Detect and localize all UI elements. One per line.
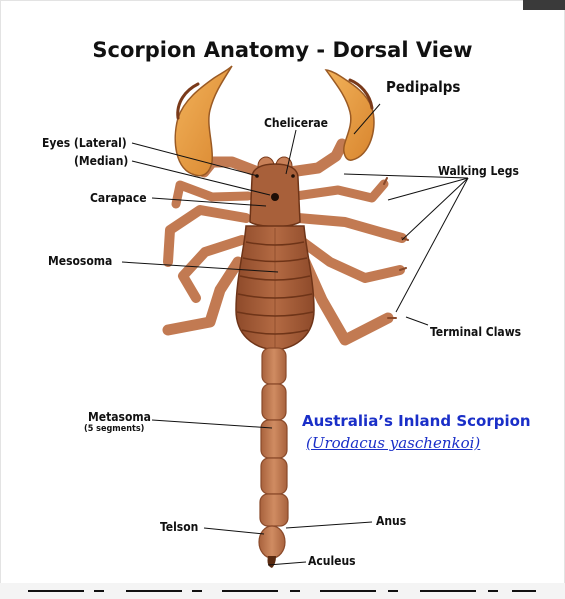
metasoma-shape <box>260 348 288 526</box>
label-carapace: Carapace <box>90 191 147 205</box>
label-terminal-claws: Terminal Claws <box>430 325 521 339</box>
diagram-title: Scorpion Anatomy - Dorsal View <box>0 38 565 62</box>
median-eyes <box>271 193 279 201</box>
left-leg-1 <box>176 185 248 204</box>
aculeus-shape <box>268 556 277 568</box>
right-leg-2 <box>298 218 402 238</box>
left-leg-4 <box>168 262 238 330</box>
bottom-strip <box>0 583 565 599</box>
label-metasoma-note: (5 segments) <box>84 424 144 434</box>
right-pedipalp <box>326 70 374 160</box>
mesosoma-shape <box>236 226 314 350</box>
caption-title: Australia’s Inland Scorpion <box>302 412 531 430</box>
label-eyes-lateral: Eyes (Lateral) <box>42 136 127 150</box>
label-aculeus: Aculeus <box>308 554 356 568</box>
label-telson: Telson <box>160 520 198 534</box>
label-pedipalps: Pedipalps <box>386 80 460 94</box>
label-metasoma: Metasoma <box>88 410 151 424</box>
label-walking-legs: Walking Legs <box>438 164 519 178</box>
label-chelicerae: Chelicerae <box>264 116 328 130</box>
lateral-eye-right <box>291 174 295 178</box>
label-anus: Anus <box>376 514 406 528</box>
telson-shape <box>259 526 285 568</box>
right-leg-1 <box>296 184 384 198</box>
label-mesosoma: Mesosoma <box>48 254 112 268</box>
label-eyes-median: (Median) <box>74 154 128 168</box>
caption-species: (Urodacus yaschenkoi) <box>306 434 480 452</box>
